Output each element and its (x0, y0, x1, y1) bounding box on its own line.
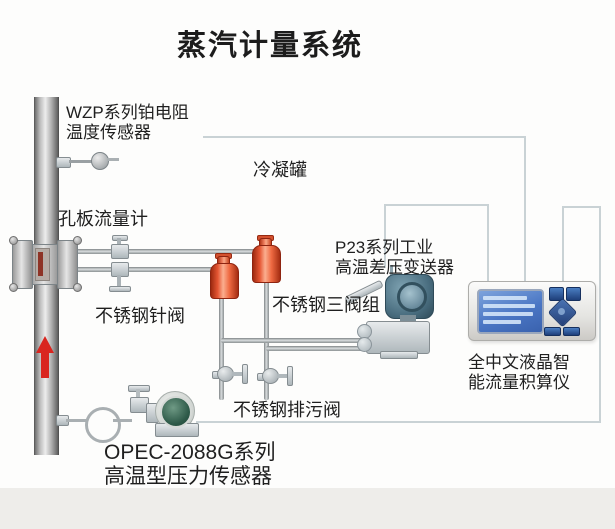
page-title: 蒸汽计量系统 (177, 30, 364, 62)
label-three-valve-manifold: 不锈钢三阀组 (272, 295, 380, 315)
lcd-text-row (483, 320, 521, 324)
blowdown-valve-right-stem (277, 374, 287, 378)
totalizer-nav-center (558, 308, 565, 315)
condensate-pot-left (210, 263, 239, 299)
label-dp-transmitter: P23系列工业 高温差压变送器 (335, 238, 454, 277)
signal-line-pressure-left-vertical (562, 206, 564, 287)
label-flow-totalizer-line1: 全中文液晶智 (468, 353, 570, 372)
label-orifice-meter: 孔板流量计 (58, 209, 148, 229)
signal-line-pressure-top-horizontal (562, 206, 601, 208)
siphon-tube-left (66, 419, 87, 422)
manifold-line-upper (221, 338, 373, 343)
dp-transmitter-antenna (390, 265, 393, 276)
label-temp-sensor-line1: WZP系列铂电阻 (66, 103, 189, 122)
impulse-line-upper (76, 249, 256, 254)
label-dp-transmitter-line2: 高温差压变送器 (335, 257, 454, 277)
label-pressure-sensor-line1: OPEC-2088G系列 (104, 441, 276, 464)
signal-line-dp-vertical-right (487, 204, 489, 288)
flow-arrow-shaft (41, 352, 49, 378)
three-valve-manifold-block (366, 321, 430, 354)
lcd-text-row (483, 312, 533, 316)
lcd-text-row (483, 296, 527, 300)
totalizer-button-bottom-right (563, 327, 580, 336)
condensate-pot-right (252, 245, 281, 283)
label-dp-transmitter-line1: P23系列工业 (335, 238, 434, 257)
temperature-sensor-tail (107, 158, 119, 161)
flow-arrow-icon (36, 336, 54, 353)
label-condensate-pot: 冷凝罐 (253, 160, 307, 180)
totalizer-button-top-right (566, 287, 581, 301)
label-flow-totalizer-line2: 能流量积算仪 (468, 372, 570, 392)
orifice-bolt-bottom-left (9, 283, 18, 292)
blowdown-valve-left-handle (242, 364, 248, 384)
lcd-text-row (483, 304, 535, 308)
signal-line-temp-horizontal (203, 136, 525, 138)
needle-valve-lower-stem (117, 275, 121, 287)
signal-line-dp-horizontal (384, 204, 489, 206)
manifold-line-lower (266, 346, 373, 351)
isolation-valve-stem (136, 389, 140, 399)
signal-line-dp-vertical-left (384, 204, 386, 268)
manifold-flange-lower (357, 337, 372, 352)
orifice-bolt-top-left (9, 236, 18, 245)
dp-transmitter-face (397, 282, 427, 312)
manifold-bottom-fitting (380, 351, 418, 359)
label-temp-sensor: WZP系列铂电阻 温度传感器 (66, 103, 189, 142)
downcomer-left (219, 296, 224, 400)
label-flow-totalizer: 全中文液晶智 能流量积算仪 (468, 353, 570, 392)
blowdown-valve-right-handle (287, 366, 293, 386)
orifice-flange-left (12, 240, 33, 289)
temperature-sensor-rod (69, 160, 93, 163)
siphon-coil (85, 407, 121, 443)
signal-line-pressure-right-vertical (599, 206, 601, 423)
orifice-flowmeter-insert (38, 252, 43, 276)
signal-line-temp-vertical (524, 136, 526, 284)
needle-valve-upper-stem (117, 238, 121, 246)
label-pressure-sensor-line2: 高温型压力传感器 (104, 465, 272, 489)
totalizer-button-top-left (549, 287, 564, 301)
temperature-sensor-head (91, 152, 109, 170)
label-temp-sensor-line2: 温度传感器 (66, 122, 151, 142)
bottom-band (0, 488, 615, 529)
needle-valve-lower-handle (109, 286, 131, 292)
signal-line-pressure-bottom (196, 421, 601, 423)
orifice-bolt-top-right (73, 236, 82, 245)
label-pressure-sensor: OPEC-2088G系列 高温型压力传感器 (104, 441, 276, 489)
siphon-tube-right (113, 419, 132, 422)
label-needle-valve: 不锈钢针阀 (95, 306, 185, 326)
blowdown-valve-left-stem (232, 372, 242, 376)
needle-valve-upper-body (111, 244, 129, 259)
label-blowdown-valve: 不锈钢排污阀 (233, 400, 341, 420)
orifice-flange-right (57, 240, 78, 289)
impulse-line-lower (76, 267, 214, 272)
pressure-gauge-face (160, 396, 192, 428)
orifice-bolt-bottom-right (73, 283, 82, 292)
totalizer-button-bottom-left (544, 327, 561, 336)
dp-transmitter-neck (400, 315, 416, 324)
